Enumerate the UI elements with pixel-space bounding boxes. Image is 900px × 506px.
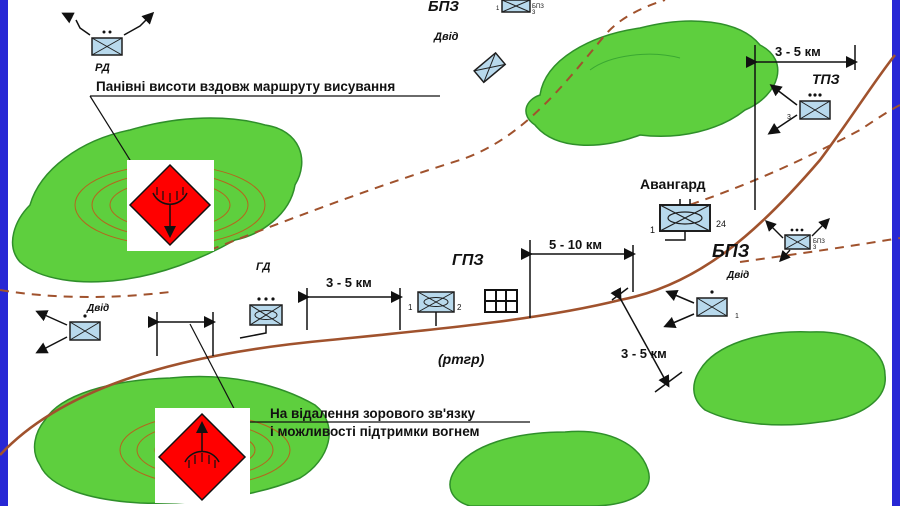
label-rd: РД [95,62,110,74]
distance-bracket-small [148,312,216,356]
label-dozor-right: Двід [726,270,749,281]
label-avangard: Авангард [640,176,706,192]
unit-mark-bpz-right: БПЗ [813,239,825,245]
route-boundary-upper [209,0,900,251]
unit-symbol-bpz-top [501,0,531,13]
forest-area-top-right [525,20,779,146]
unit-mark-24-avangard: 24 [716,219,726,229]
label-rtgr: (ртгр) [438,351,485,367]
label-bpz-right: БПЗ [712,241,750,261]
unit-mark-three-right: 3 [813,245,817,251]
label-dozor-top: Двід [433,31,459,43]
unit-symbol-tpz [767,84,831,135]
unit-mark-one-top: 1 [496,6,500,12]
tactical-height-sign-lower [155,408,250,503]
route-boundary-lower [0,237,900,298]
unit-symbol-dozor-left [35,310,101,354]
label-gpz: ГПЗ [452,252,484,269]
unit-mark-one-gpz: 1 [408,303,413,312]
unit-mark-one-right: 1 [735,313,739,320]
distance-label-top-right: 3 - 5 км [775,44,821,59]
label-gd: ГД [256,261,270,273]
forest-area-bottom-center [449,430,650,506]
unit-mark-bpz-top: БПЗ [532,4,544,10]
distance-bracket-mid [521,240,636,318]
unit-symbol-avangard [659,199,711,241]
forest-area-bottom-right [693,331,886,426]
barrier-symbol [484,289,518,313]
unit-symbol-bpz-right [765,218,830,263]
label-bpz-top: БПЗ [428,0,459,15]
unit-symbol-gd [239,297,283,339]
distance-bracket-bottom-right [610,287,683,393]
right-edge-strip [892,0,900,506]
visual-note-line-1: На відалення зорового зв'язку [270,406,475,421]
unit-symbol-dozor-right [663,289,728,328]
unit-mark-one-avangard: 1 [650,225,655,235]
distance-label-mid: 5 - 10 км [549,237,602,252]
tactical-height-sign-upper [127,160,214,251]
unit-symbol-rd [61,11,155,56]
distance-bracket-top-right [746,45,858,210]
unit-mark-three-top: 3 [532,10,536,16]
label-dozor-left: Двід [86,303,109,314]
unit-mark-three-tpz: 3 [787,114,791,121]
distance-label-left: 3 - 5 км [326,275,372,290]
main-road [0,54,897,456]
heights-note: Панівні висоти вздовж маршруту висування [96,79,395,94]
distance-bracket-left [298,288,403,330]
visual-note-line-2: і можливості підтримки вогнем [270,424,480,439]
unit-mark-two-gpz: 2 [457,303,462,312]
label-tpz: ТПЗ [812,71,840,87]
unit-symbol-gpz [417,291,455,326]
distance-label-bottom-right: 3 - 5 км [621,346,667,361]
pointer-lines [89,95,530,423]
left-edge-strip [0,0,8,506]
unit-symbol-dozor-top [473,51,507,84]
